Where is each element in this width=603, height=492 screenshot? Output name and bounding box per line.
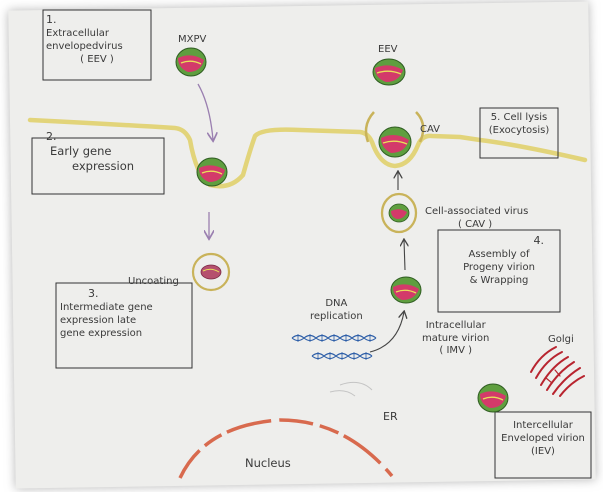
imv-label-line-3: ( IMV ): [439, 345, 472, 356]
step-1-line-2: envelopedvirus: [46, 41, 123, 53]
step-5-number: 5.: [490, 112, 501, 123]
virion-entry: [196, 157, 228, 187]
uncoating-label: Uncoating: [128, 276, 179, 287]
step-4-line-3: & Wrapping: [469, 275, 529, 287]
er-label: ER: [383, 410, 398, 423]
step-3-line-2: expression late: [60, 315, 137, 327]
golgi-apparatus: [530, 346, 585, 397]
box-step-2: [31, 137, 165, 195]
virion-iev: [477, 383, 509, 413]
step-2-line-2: expression: [72, 159, 135, 174]
step-2-line-1: Early gene: [50, 144, 112, 159]
dna-label: DNA replication: [310, 298, 363, 323]
box-step-4: [437, 229, 561, 313]
box-step-1: [42, 9, 152, 81]
virion-mxpv: [175, 47, 207, 77]
step-1-line-1: Extracellular: [46, 28, 109, 40]
eev-label: EEV: [378, 44, 398, 55]
step-3-number: 3.: [88, 287, 99, 300]
step-5-title: Cell lysis: [503, 112, 548, 123]
cell-membrane: [27, 117, 588, 189]
golgi-label: Golgi: [548, 334, 574, 345]
step-3-line-3: gene expression: [60, 328, 143, 340]
imv-label-line-2: mature virion: [422, 332, 490, 344]
iev-text: Intercellular Enveloped virion (IEV): [497, 419, 589, 458]
box-iev: [494, 411, 592, 479]
step-2-number: 2.: [46, 130, 57, 143]
step-1-text: 1. Extracellular envelopedvirus ( EEV ): [46, 13, 148, 66]
step-1-line-3: ( EEV ): [80, 54, 114, 66]
imv-label-line-1: Intracellular: [425, 320, 486, 331]
nucleus-outline: [178, 418, 394, 479]
dna-label-line-2: replication: [310, 310, 363, 322]
iev-line-3: (IEV): [531, 446, 555, 457]
step-4-line-1: Assembly of: [468, 249, 530, 261]
iev-line-1: Intercellular: [513, 420, 573, 431]
step-4-number: 4.: [533, 234, 545, 247]
nucleus-label: Nucleus: [245, 456, 291, 470]
step-4-text: 4. Assembly of Progeny virion & Wrapping: [440, 234, 558, 287]
virion-cav: [364, 111, 425, 158]
step-5-text: 5. Cell lysis (Exocytosis): [482, 111, 556, 137]
virion-wrapped: [380, 192, 418, 234]
step-3-text: 3. Intermediate gene expression late gen…: [60, 287, 190, 340]
arrow-imv-to-wrapped: [404, 240, 405, 271]
imv-label: Intracellular mature virion ( IMV ): [422, 320, 489, 358]
cav-long-label: Cell-associated virus: [425, 206, 529, 217]
step-4-line-2: Progeny virion: [463, 262, 535, 274]
uncoating-vesicle: [191, 252, 231, 292]
cav-paren-label: ( CAV ): [458, 219, 493, 230]
iev-line-2: Enveloped virion: [501, 433, 585, 444]
virion-eev: [372, 58, 406, 86]
arrow-dna-to-imv: [369, 312, 404, 353]
box-step-3: [55, 282, 193, 369]
step-3-line-1: Intermediate gene: [60, 302, 153, 314]
step-2-text: 2. Early gene expression: [38, 130, 163, 174]
step-5-line-2: (Exocytosis): [488, 125, 550, 136]
box-step-5: [479, 107, 559, 159]
mxpv-label: MXPV: [178, 34, 207, 45]
step-1-number: 1.: [46, 13, 57, 26]
er-membrane: [329, 381, 373, 397]
cav-short-label: CAV: [420, 124, 441, 135]
step-5-line-1: 5. Cell lysis: [482, 111, 556, 124]
virion-imv: [390, 276, 422, 304]
dna-label-line-1: DNA: [325, 298, 348, 309]
arrow-mxpv-to-membrane: [197, 83, 213, 140]
dna-strands: [291, 334, 377, 360]
